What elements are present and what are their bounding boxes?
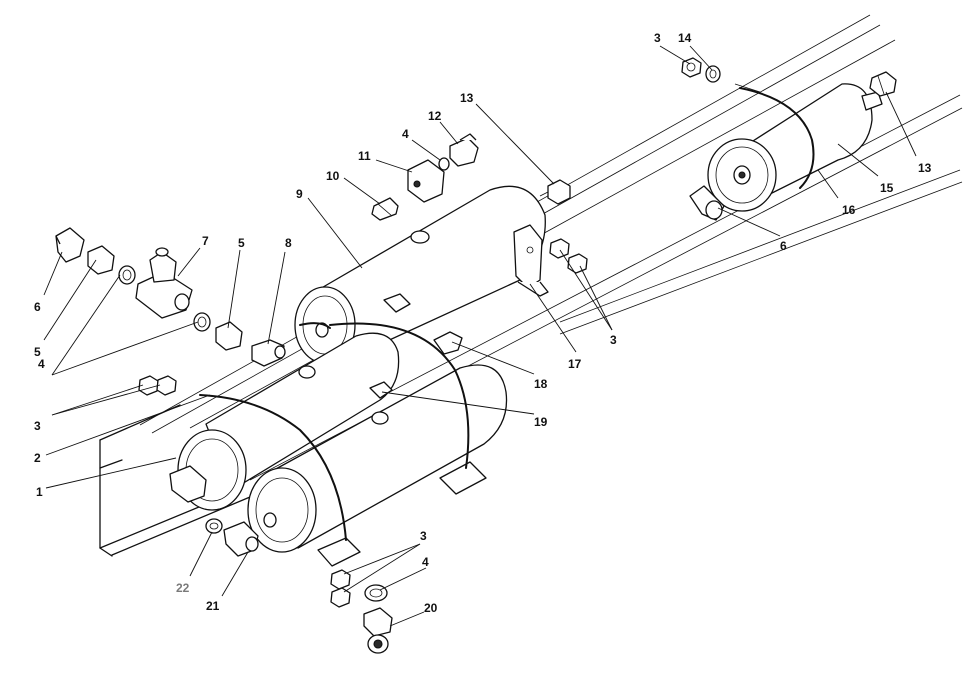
callout-10: 10 xyxy=(326,169,340,183)
tee-fitting-21 xyxy=(223,521,259,557)
callout-5-center: 5 xyxy=(238,236,245,250)
washer-22 xyxy=(205,518,223,534)
pressure-regulator-7 xyxy=(135,247,193,319)
washer-4-bottom xyxy=(364,584,388,602)
washer-4-left xyxy=(118,265,136,285)
callout-16: 16 xyxy=(842,203,856,217)
banjo-fitting-20 xyxy=(363,607,393,654)
washer-14-top xyxy=(705,65,721,83)
callout-11: 11 xyxy=(358,149,371,163)
elbow-6-left xyxy=(55,227,85,263)
callout-22: 22 xyxy=(176,581,190,595)
front-right-air-receiver xyxy=(247,364,508,553)
callout-12: 12 xyxy=(428,109,442,123)
fitting-13-right xyxy=(869,71,897,97)
callout-18: 18 xyxy=(534,377,548,391)
callout-3-bottom: 3 xyxy=(420,529,427,543)
union-5-left xyxy=(87,245,115,275)
callout-13-right: 13 xyxy=(918,161,932,175)
nut-3-top xyxy=(681,57,702,78)
callout-2: 2 xyxy=(34,451,41,465)
callout-3-middle: 3 xyxy=(610,333,617,347)
valve-12 xyxy=(449,133,479,167)
callout-5-left: 5 xyxy=(34,345,41,359)
callout-7: 7 xyxy=(202,234,209,248)
fitting-13-middle xyxy=(539,179,571,205)
callout-13-middle: 13 xyxy=(460,91,474,105)
callout-9: 9 xyxy=(296,187,303,201)
nuts-3-bottom xyxy=(330,569,351,608)
callout-4-left: 4 xyxy=(38,357,45,371)
callout-3-top: 3 xyxy=(654,31,661,45)
drain-tee-1 xyxy=(169,465,207,503)
leader-lines xyxy=(43,45,917,627)
callout-15: 15 xyxy=(880,181,894,195)
connector-10 xyxy=(371,197,399,221)
tee-11 xyxy=(407,159,445,203)
support-brackets xyxy=(317,461,487,567)
callout-6-right: 6 xyxy=(780,239,787,253)
receiver-strap xyxy=(734,83,815,189)
callout-20: 20 xyxy=(424,601,438,615)
callout-14: 14 xyxy=(678,31,692,45)
callout-labels: 1 2 3 4 5 6 7 5 8 9 10 11 4 12 13 3 14 1… xyxy=(34,31,932,615)
tee-fitting-8 xyxy=(251,339,286,367)
washer-4-top xyxy=(438,157,450,171)
callout-1: 1 xyxy=(36,485,43,499)
elbow-6-right xyxy=(689,185,725,221)
callout-19: 19 xyxy=(534,415,548,429)
union-5-center xyxy=(215,321,243,351)
clamp-middle xyxy=(383,293,411,313)
rear-air-receiver xyxy=(707,83,883,212)
callout-8: 8 xyxy=(285,236,292,250)
nuts-3-left xyxy=(138,375,177,396)
tank-straps xyxy=(199,322,470,541)
callout-6-left: 6 xyxy=(34,300,41,314)
callout-17: 17 xyxy=(568,357,582,371)
callout-3-left: 3 xyxy=(34,419,41,433)
callout-21: 21 xyxy=(206,599,220,613)
washer-4-center xyxy=(193,312,211,332)
callout-4-bottom: 4 xyxy=(422,555,429,569)
elbow-18 xyxy=(433,331,463,355)
callout-4-top: 4 xyxy=(402,127,409,141)
nuts-3-middle xyxy=(549,238,588,274)
